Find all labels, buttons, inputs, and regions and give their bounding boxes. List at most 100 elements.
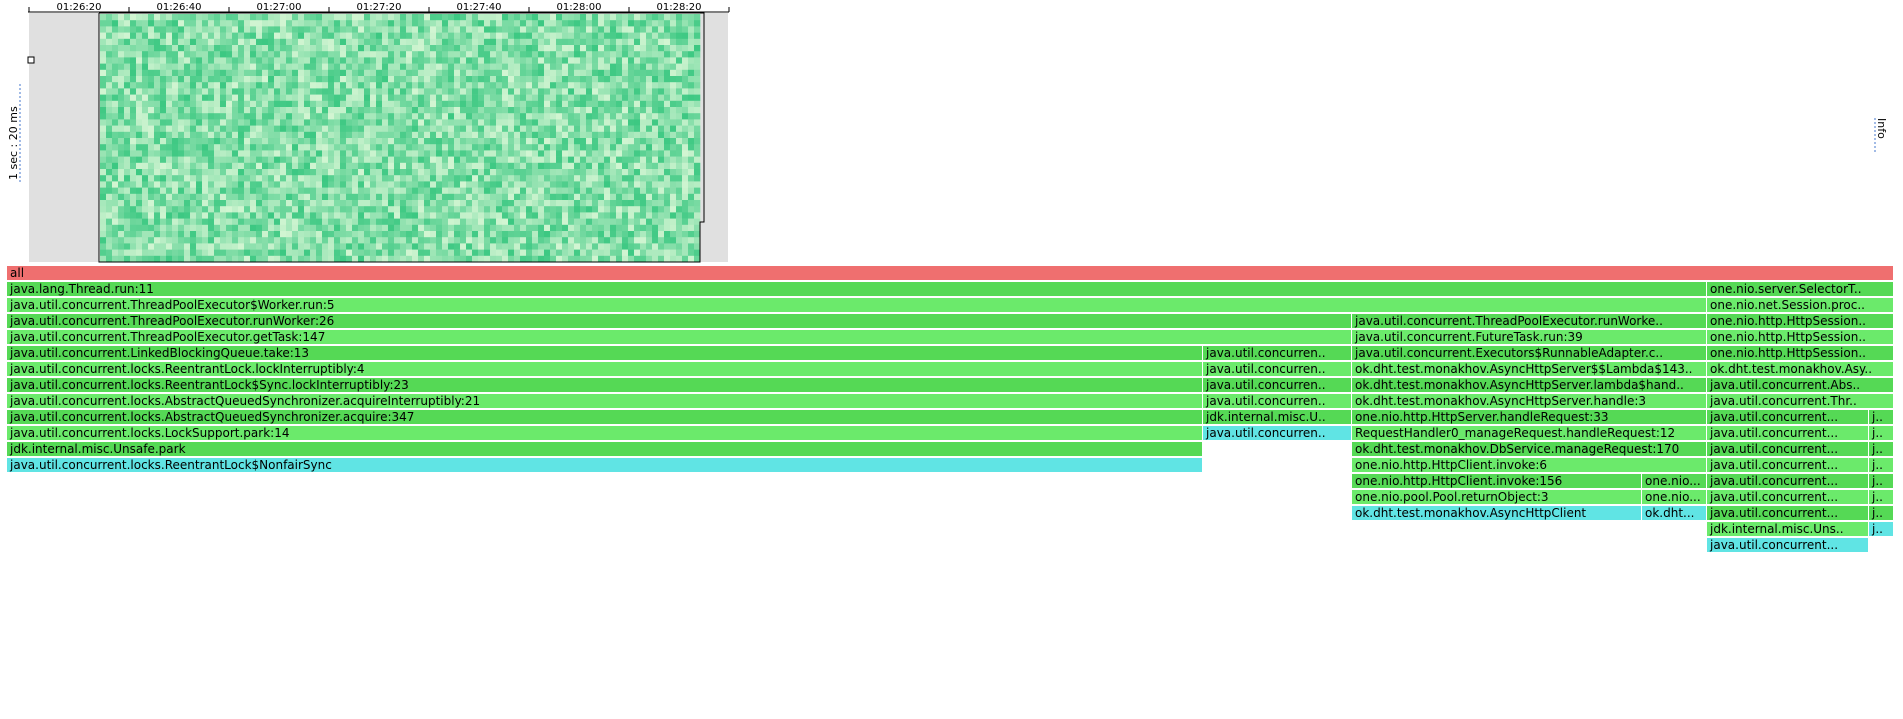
heatmap-cell[interactable]: [136, 38, 143, 46]
heatmap-cell[interactable]: [406, 119, 413, 126]
heatmap-cell[interactable]: [136, 175, 143, 182]
heatmap-cell[interactable]: [676, 162, 683, 170]
heatmap-cell[interactable]: [538, 138, 545, 145]
heatmap-cell[interactable]: [364, 224, 371, 232]
heatmap-cell[interactable]: [232, 200, 239, 207]
heatmap-cell[interactable]: [208, 218, 215, 226]
heatmap-cell[interactable]: [268, 76, 275, 83]
heatmap-cell[interactable]: [508, 200, 515, 207]
heatmap-cell[interactable]: [166, 57, 173, 64]
heatmap-cell[interactable]: [394, 69, 401, 77]
heatmap-cell[interactable]: [358, 32, 365, 40]
heatmap-cell[interactable]: [592, 187, 599, 195]
heatmap-cell[interactable]: [256, 69, 263, 77]
heatmap-cell[interactable]: [568, 175, 575, 182]
heatmap-cell[interactable]: [544, 200, 551, 207]
heatmap-cell[interactable]: [694, 144, 701, 151]
heatmap-cell[interactable]: [442, 100, 449, 108]
heatmap-cell[interactable]: [112, 94, 119, 102]
heatmap-cell[interactable]: [634, 224, 641, 232]
heatmap-cell[interactable]: [610, 231, 617, 238]
heatmap-cell[interactable]: [454, 156, 461, 164]
heatmap-cell[interactable]: [508, 237, 515, 244]
heatmap-cell[interactable]: [550, 206, 557, 213]
heatmap-cell[interactable]: [202, 156, 209, 164]
heatmap-cell[interactable]: [178, 218, 185, 226]
heatmap-cell[interactable]: [424, 249, 431, 257]
heatmap-cell[interactable]: [424, 237, 431, 244]
heatmap-cell[interactable]: [640, 255, 647, 263]
heatmap-cell[interactable]: [352, 138, 359, 145]
heatmap-cell[interactable]: [274, 193, 281, 201]
heatmap-cell[interactable]: [478, 237, 485, 244]
heatmap-cell[interactable]: [658, 94, 665, 102]
heatmap-cell[interactable]: [238, 138, 245, 145]
heatmap-cell[interactable]: [442, 224, 449, 232]
heatmap-cell[interactable]: [268, 125, 275, 133]
heatmap-cell[interactable]: [298, 113, 305, 120]
heatmap-cell[interactable]: [532, 231, 539, 238]
heatmap-cell[interactable]: [268, 243, 275, 250]
heatmap-cell[interactable]: [226, 119, 233, 126]
heatmap-cell[interactable]: [310, 14, 317, 21]
heatmap-cell[interactable]: [370, 193, 377, 201]
heatmap-cell[interactable]: [340, 249, 347, 257]
heatmap-cell[interactable]: [508, 162, 515, 170]
heatmap-cell[interactable]: [352, 231, 359, 238]
heatmap-cell[interactable]: [382, 175, 389, 182]
heatmap-cell[interactable]: [142, 150, 149, 157]
heatmap-cell[interactable]: [352, 224, 359, 232]
heatmap-cell[interactable]: [664, 150, 671, 157]
heatmap-cell[interactable]: [118, 76, 125, 83]
heatmap-cell[interactable]: [142, 181, 149, 188]
heatmap-cell[interactable]: [688, 249, 695, 257]
heatmap-cell[interactable]: [346, 212, 353, 219]
heatmap-cell[interactable]: [364, 187, 371, 195]
heatmap-cell[interactable]: [676, 38, 683, 46]
heatmap-cell[interactable]: [406, 107, 413, 114]
heatmap-cell[interactable]: [550, 224, 557, 232]
heatmap-cell[interactable]: [256, 94, 263, 102]
heatmap-cell[interactable]: [598, 20, 605, 27]
heatmap-cell[interactable]: [406, 175, 413, 182]
heatmap-cell[interactable]: [334, 175, 341, 182]
heatmap-cell[interactable]: [418, 125, 425, 133]
heatmap-cell[interactable]: [346, 187, 353, 195]
heatmap-cell[interactable]: [364, 63, 371, 71]
heatmap-cell[interactable]: [556, 38, 563, 46]
heatmap-cell[interactable]: [556, 218, 563, 226]
heatmap-cell[interactable]: [448, 150, 455, 157]
heatmap-cell[interactable]: [286, 32, 293, 40]
heatmap-cell[interactable]: [292, 63, 299, 71]
heatmap-cell[interactable]: [640, 212, 647, 219]
heatmap-cell[interactable]: [256, 119, 263, 126]
heatmap-cell[interactable]: [526, 206, 533, 213]
heatmap-cell[interactable]: [478, 224, 485, 232]
heatmap-cell[interactable]: [196, 156, 203, 164]
heatmap-cell[interactable]: [172, 156, 179, 164]
heatmap-cell[interactable]: [280, 175, 287, 182]
heatmap-cell[interactable]: [256, 38, 263, 46]
heatmap-cell[interactable]: [304, 82, 311, 89]
heatmap-cell[interactable]: [190, 156, 197, 164]
heatmap-cell[interactable]: [124, 138, 131, 145]
heatmap-cell[interactable]: [304, 206, 311, 213]
heatmap-cell[interactable]: [214, 32, 221, 40]
heatmap-cell[interactable]: [442, 218, 449, 226]
heatmap-cell[interactable]: [562, 206, 569, 213]
heatmap-cell[interactable]: [208, 175, 215, 182]
heatmap-cell[interactable]: [340, 131, 347, 139]
flame-frame[interactable]: java.util.concurrent.ThreadPoolExecutor$…: [7, 298, 1707, 313]
heatmap-cell[interactable]: [298, 162, 305, 170]
heatmap-cell[interactable]: [682, 57, 689, 64]
heatmap-cell[interactable]: [112, 113, 119, 120]
heatmap-cell[interactable]: [652, 218, 659, 226]
heatmap-cell[interactable]: [136, 243, 143, 250]
heatmap-cell[interactable]: [178, 113, 185, 120]
heatmap-cell[interactable]: [646, 243, 653, 250]
heatmap-cell[interactable]: [448, 144, 455, 151]
heatmap-cell[interactable]: [628, 100, 635, 108]
heatmap-cell[interactable]: [316, 187, 323, 195]
heatmap-cell[interactable]: [328, 175, 335, 182]
heatmap-cell[interactable]: [688, 150, 695, 157]
